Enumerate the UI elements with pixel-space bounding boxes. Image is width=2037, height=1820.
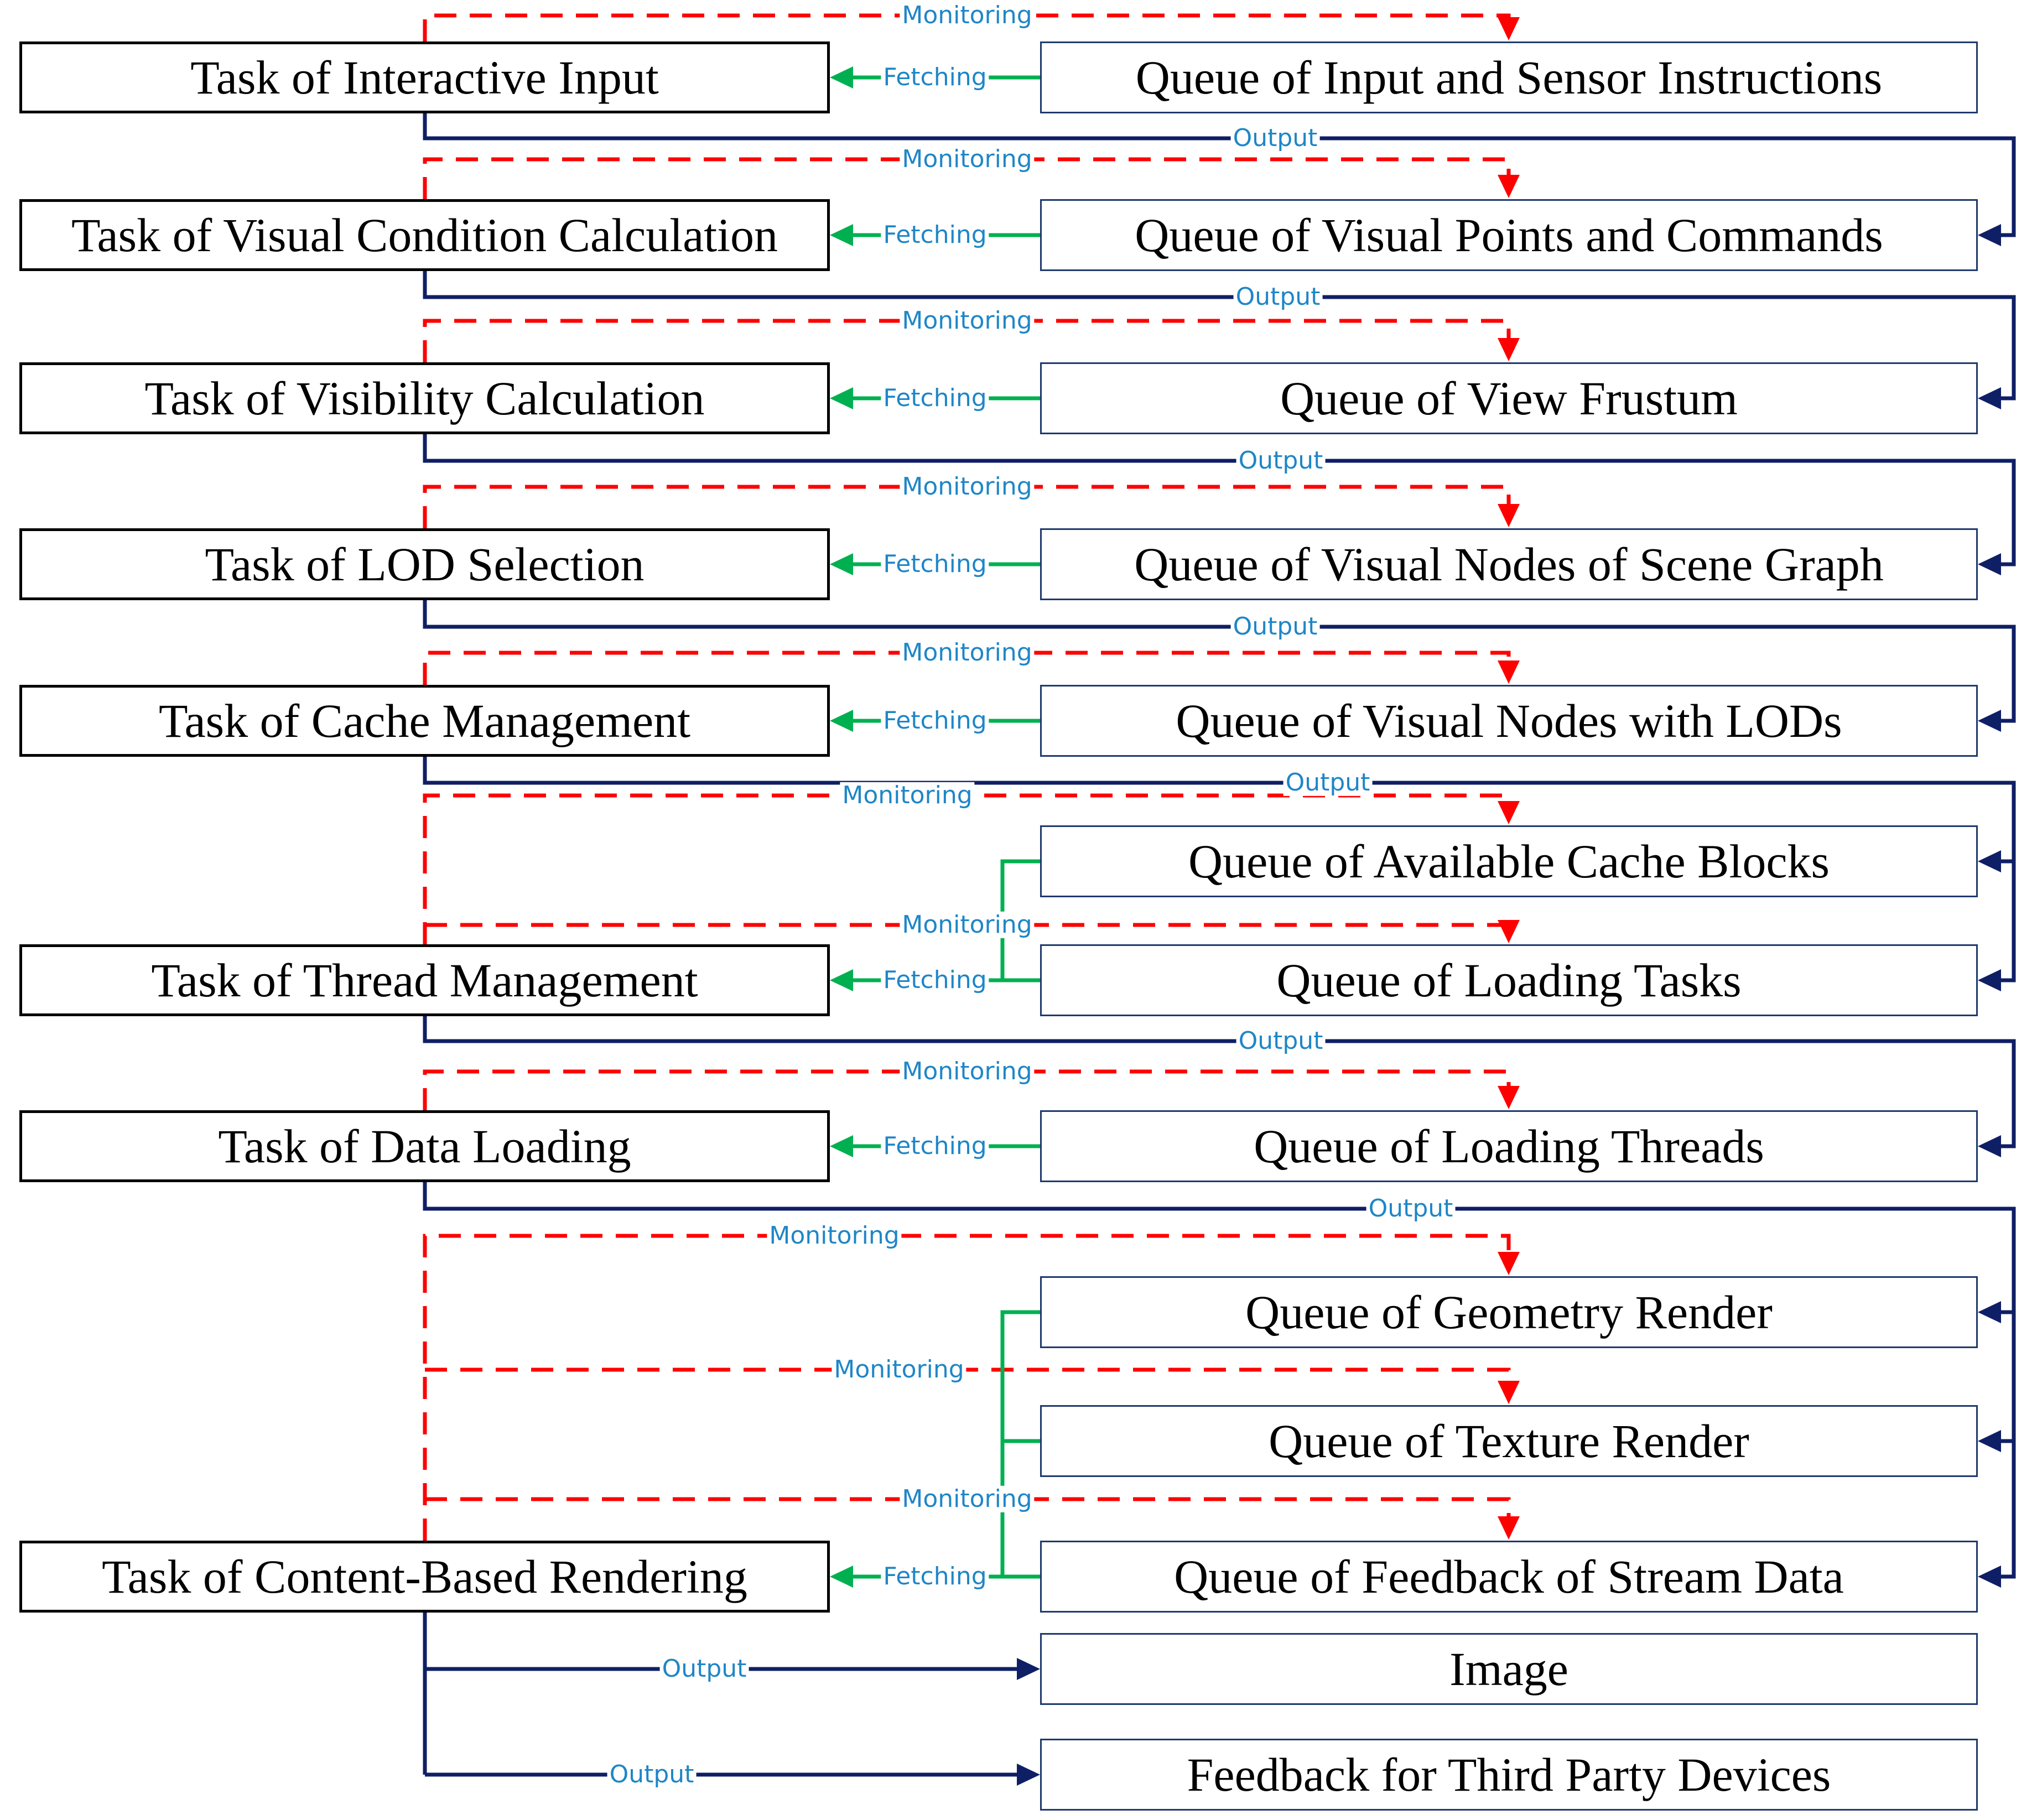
- output-line: [423, 434, 2016, 566]
- fetching-arrowhead: [830, 224, 853, 246]
- monitoring-arrowhead: [1498, 1516, 1520, 1540]
- output-label: Output: [1230, 124, 1320, 152]
- output-label: Output: [659, 1655, 749, 1683]
- monitoring-arrowhead: [1498, 1381, 1520, 1404]
- fetching-arrowhead: [830, 66, 853, 89]
- monitoring-line: [423, 1234, 1511, 1541]
- fetching-arrowhead: [830, 969, 853, 991]
- monitoring-arrowhead: [1498, 1086, 1520, 1109]
- fetching-label: Fetching: [881, 1132, 989, 1160]
- monitoring-arrowhead: [1498, 175, 1520, 198]
- output-arrowhead: [1978, 553, 2001, 575]
- monitoring-arrowhead: [1498, 17, 1520, 40]
- monitoring-label: Monitoring: [900, 911, 1035, 939]
- task-visual-condition-calculation: Task of Visual Condition Calculation: [19, 199, 830, 271]
- queue-texture-render: Queue of Texture Render: [1040, 1405, 1978, 1477]
- fetching-label: Fetching: [881, 64, 989, 91]
- monitoring-label: Monitoring: [900, 2, 1035, 29]
- task-content-based-rendering: Task of Content-Based Rendering: [19, 1541, 830, 1613]
- monitoring-arrowhead: [1498, 661, 1520, 684]
- fetching-line: [1000, 1310, 1040, 1579]
- monitoring-line: [425, 1367, 1511, 1381]
- output-line: [423, 757, 2016, 982]
- queue-visual-nodes-with-lods: Queue of Visual Nodes with LODs: [1040, 685, 1978, 757]
- output-feedback-for-third-party-devices: Feedback for Third Party Devices: [1040, 1739, 1978, 1811]
- output-label: Output: [1283, 769, 1373, 797]
- monitoring-label: Monitoring: [840, 782, 975, 809]
- output-arrowhead: [1978, 1301, 2001, 1323]
- monitoring-label: Monitoring: [900, 307, 1035, 335]
- output-line: [423, 113, 2016, 237]
- fetching-arrowhead: [830, 1135, 853, 1157]
- fetching-arrowhead: [830, 553, 853, 575]
- fetching-label: Fetching: [881, 384, 989, 412]
- queue-geometry-render: Queue of Geometry Render: [1040, 1276, 1978, 1348]
- task-visibility-calculation: Task of Visibility Calculation: [19, 362, 830, 434]
- output-line: [423, 1016, 2016, 1148]
- output-label: Output: [1233, 283, 1323, 311]
- queue-loading-threads: Queue of Loading Threads: [1040, 1110, 1978, 1182]
- output-line: [423, 271, 2016, 401]
- fetching-label: Fetching: [881, 550, 989, 578]
- monitoring-label: Monitoring: [900, 639, 1035, 667]
- task-interactive-input: Task of Interactive Input: [19, 41, 830, 113]
- fetching-arrowhead: [830, 387, 853, 409]
- output-label: Output: [607, 1761, 697, 1788]
- monitoring-label: Monitoring: [900, 1485, 1035, 1513]
- output-arrowhead: [1978, 710, 2001, 732]
- queue-visual-points-and-commands: Queue of Visual Points and Commands: [1040, 199, 1978, 271]
- fetching-label: Fetching: [881, 1563, 989, 1590]
- output-arrowhead: [1017, 1658, 1040, 1680]
- queue-feedback-of-stream-data: Queue of Feedback of Stream Data: [1040, 1541, 1978, 1613]
- task-thread-management: Task of Thread Management: [19, 944, 830, 1016]
- monitoring-arrowhead: [1498, 1252, 1520, 1275]
- queue-visual-nodes-of-scene-graph: Queue of Visual Nodes of Scene Graph: [1040, 528, 1978, 600]
- monitoring-line: [425, 1497, 1511, 1516]
- monitoring-arrowhead: [1498, 801, 1520, 824]
- task-lod-selection: Task of LOD Selection: [19, 528, 830, 600]
- output-line: [423, 600, 2016, 723]
- output-arrowhead: [1978, 969, 2001, 991]
- monitoring-label: Monitoring: [900, 145, 1035, 173]
- monitoring-arrowhead: [1498, 920, 1520, 943]
- fetching-arrowhead: [830, 1566, 853, 1588]
- output-image: Image: [1040, 1633, 1978, 1705]
- monitoring-label: Monitoring: [900, 473, 1035, 501]
- task-cache-management: Task of Cache Management: [19, 685, 830, 757]
- queue-view-frustum: Queue of View Frustum: [1040, 362, 1978, 434]
- output-label: Output: [1236, 447, 1326, 475]
- output-label: Output: [1366, 1195, 1456, 1223]
- task-data-loading: Task of Data Loading: [19, 1110, 830, 1182]
- output-arrowhead: [1978, 1430, 2001, 1452]
- output-arrowhead: [1978, 1135, 2001, 1157]
- output-arrowhead: [1978, 850, 2001, 872]
- monitoring-arrowhead: [1498, 338, 1520, 361]
- output-label: Output: [1236, 1027, 1326, 1055]
- queue-input-and-sensor-instructions: Queue of Input and Sensor Instructions: [1040, 41, 1978, 113]
- fetching-label: Fetching: [881, 707, 989, 735]
- monitoring-arrowhead: [1498, 504, 1520, 527]
- fetching-label: Fetching: [881, 966, 989, 994]
- monitoring-label: Monitoring: [767, 1222, 902, 1250]
- output-arrowhead: [1978, 224, 2001, 246]
- monitoring-label: Monitoring: [900, 1058, 1035, 1085]
- fetching-label: Fetching: [881, 221, 989, 249]
- output-arrowhead: [1978, 1566, 2001, 1588]
- output-arrowhead: [1017, 1764, 1040, 1786]
- output-arrowhead: [1978, 387, 2001, 409]
- monitoring-label: Monitoring: [832, 1356, 966, 1384]
- output-label: Output: [1230, 613, 1320, 641]
- fetching-arrowhead: [830, 710, 853, 732]
- queue-available-cache-blocks: Queue of Available Cache Blocks: [1040, 825, 1978, 897]
- queue-loading-tasks: Queue of Loading Tasks: [1040, 944, 1978, 1016]
- output-line: [423, 1182, 2016, 1579]
